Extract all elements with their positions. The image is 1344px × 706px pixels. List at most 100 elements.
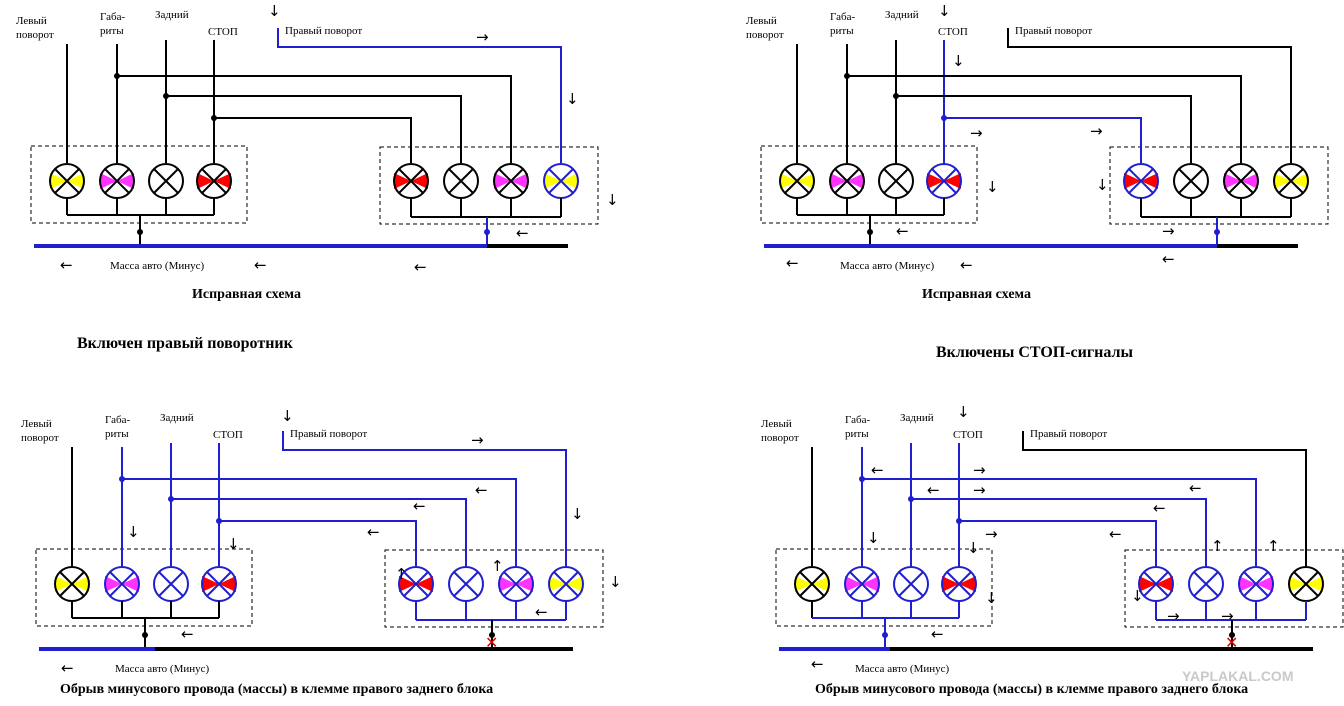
lamp-wedge-right [219, 576, 236, 592]
lamp-cross [1143, 571, 1169, 597]
lamp-wedge-right [862, 576, 879, 592]
label-left-turn: поворот [761, 432, 799, 444]
arrow-right-icon: → [476, 28, 489, 46]
label-right-turn: Правый поворот [290, 428, 367, 440]
label-gabarity: Габа- [830, 11, 855, 23]
arrow-down-icon: ↓ [985, 589, 998, 607]
arrow-left-icon: ← [414, 258, 427, 276]
arrow-down-icon: ↓ [986, 178, 999, 196]
lamp-wedge-right [416, 576, 433, 592]
lamp-yellow-icon [49, 163, 85, 199]
lamp-wedge-left [830, 173, 847, 189]
label-gabarity: риты [100, 25, 124, 37]
arrow-left-icon: ← [413, 497, 426, 515]
lamp-magenta-icon [1223, 163, 1259, 199]
lamp-wedge-left [499, 576, 516, 592]
label-stop: СТОП [213, 429, 243, 441]
bus-gabarity [117, 75, 512, 163]
arrow-left-icon: ← [1189, 479, 1202, 497]
lamp-wedge-left [494, 173, 511, 189]
lamp-cross [849, 571, 875, 597]
label-ground: Масса авто (Минус) [855, 663, 950, 675]
junction-dot [142, 632, 148, 638]
lamp-white-icon [893, 566, 929, 602]
arrow-right-icon: → [471, 431, 484, 449]
junction-dot [882, 632, 888, 638]
lamp-cross [931, 168, 957, 194]
lamp-wedge-right [511, 173, 528, 189]
heading-stop-on: Включены СТОП-сигналы [936, 344, 1133, 361]
arrow-left-icon: ← [1109, 525, 1122, 543]
junction-dot [859, 476, 865, 482]
wire-right-turn [282, 431, 567, 566]
label-rear: Задний [885, 9, 919, 21]
lamp-wedge-right [944, 173, 961, 189]
lamp-wedge-right [411, 173, 428, 189]
lamp-wedge-right [1306, 576, 1323, 592]
lamp-cross [883, 168, 909, 194]
lamp-yellow-icon [794, 566, 830, 602]
label-right-turn: Правый поворот [1015, 25, 1092, 37]
lamp-magenta-icon [844, 566, 880, 602]
lamp-cross [898, 571, 924, 597]
arrow-left-icon: ← [367, 523, 380, 541]
arrow-down-icon: ↓ [127, 523, 140, 541]
lamp-wedge-right [847, 173, 864, 189]
arrow-left-icon: ← [61, 659, 74, 677]
lamp-wedge-left [845, 576, 862, 592]
lamp-yellow-icon [54, 566, 90, 602]
lamp-cross [784, 168, 810, 194]
lamp-wedge-left [1139, 576, 1156, 592]
lamp-magenta-icon [1238, 566, 1274, 602]
lamp-wedge-right [959, 576, 976, 592]
label-stop: СТОП [938, 26, 968, 38]
lamp-wedge-right [117, 173, 134, 189]
lamp-red-icon [196, 163, 232, 199]
lamp-wedge-right [566, 576, 583, 592]
lamp-cross [799, 571, 825, 597]
lamp-cross [1193, 571, 1219, 597]
bus-stop [214, 117, 412, 163]
arrow-right-icon: → [1090, 122, 1103, 140]
bus-rear [166, 95, 462, 163]
arrow-left-icon: ← [254, 256, 267, 274]
lamp-wedge-left [50, 173, 67, 189]
lamp-white-icon [448, 566, 484, 602]
junction-dot [956, 518, 962, 524]
arrow-up-icon: ↑ [1211, 537, 1224, 555]
arrow-down-icon: ↓ [268, 2, 281, 20]
label-stop: СТОП [208, 26, 238, 38]
arrow-right-icon: → [973, 461, 986, 479]
lamp-cross [403, 571, 429, 597]
arrow-left-icon: ← [475, 481, 488, 499]
lamp-red-icon [393, 163, 429, 199]
arrow-down-icon: ↓ [967, 539, 980, 557]
wire-right-turn [1022, 431, 1307, 566]
label-gabarity: риты [830, 25, 854, 37]
junction-dot [1229, 632, 1235, 638]
arrow-down-icon: ↓ [566, 90, 579, 108]
label-ground: Масса авто (Минус) [115, 663, 210, 675]
bus-rear [171, 498, 467, 566]
arrow-left-icon: ← [181, 625, 194, 643]
lamp-magenta-icon [99, 163, 135, 199]
lamp-wedge-left [1239, 576, 1256, 592]
lamp-red-icon [398, 566, 434, 602]
wire-right-turn [1007, 28, 1292, 163]
lamp-cross [54, 168, 80, 194]
label-left-turn: Левый [16, 15, 47, 27]
lamp-cross [1278, 168, 1304, 194]
label-right-turn: Правый поворот [1030, 428, 1107, 440]
arrow-down-icon: ↓ [938, 2, 951, 20]
label-gabarity: Габа- [100, 11, 125, 23]
arrow-left-icon: ← [535, 603, 548, 621]
lamp-wedge-left [549, 576, 566, 592]
label-left-turn: поворот [746, 29, 784, 41]
bus-rear [911, 498, 1207, 566]
lamp-cross [448, 168, 474, 194]
panel-caption: Исправная схема [192, 287, 301, 302]
